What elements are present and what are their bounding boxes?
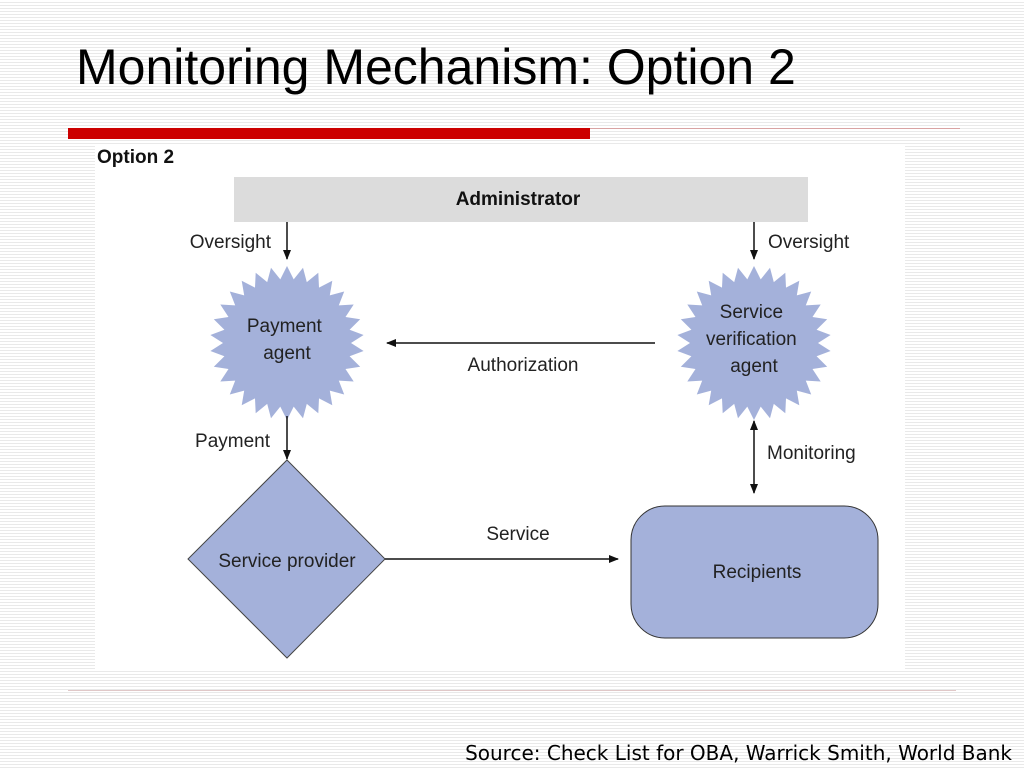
title-divider-line <box>590 128 960 129</box>
payment-agent-label: Payment agent <box>247 316 327 364</box>
footer-divider-line <box>68 690 956 691</box>
administrator-node <box>234 177 808 222</box>
payment-agent-label-line1: Payment <box>247 316 323 337</box>
verification-agent-label-line1: Service <box>720 302 783 323</box>
payment-agent-node <box>210 266 364 420</box>
payment-agent-label-line2: agent <box>263 343 311 364</box>
diagram-heading: Option 2 <box>97 147 174 168</box>
service-provider-label: Service provider <box>218 551 356 572</box>
oversight-label-left: Oversight <box>190 232 272 253</box>
verification-agent-label-line3: agent <box>730 356 778 377</box>
slide-title: Monitoring Mechanism: Option 2 <box>76 39 796 95</box>
service-provider-node <box>187 459 386 659</box>
payment-label: Payment <box>195 431 271 452</box>
diagram-panel: Option 2 Administrator Oversight Oversig… <box>95 144 905 670</box>
service-label: Service <box>486 524 549 545</box>
authorization-label: Authorization <box>468 355 579 376</box>
flow-diagram: Option 2 Administrator Oversight Oversig… <box>97 147 879 659</box>
recipients-node <box>630 505 879 639</box>
recipients-label: Recipients <box>713 562 802 583</box>
oversight-label-right: Oversight <box>768 232 850 253</box>
administrator-label: Administrator <box>456 189 581 210</box>
verification-agent-node <box>677 266 831 420</box>
verification-agent-label: Service verification agent <box>706 302 802 377</box>
source-citation: Source: Check List for OBA, Warrick Smit… <box>465 741 1012 765</box>
title-accent-bar <box>68 128 590 139</box>
verification-agent-label-line2: verification <box>706 329 797 350</box>
monitoring-label: Monitoring <box>767 443 856 464</box>
